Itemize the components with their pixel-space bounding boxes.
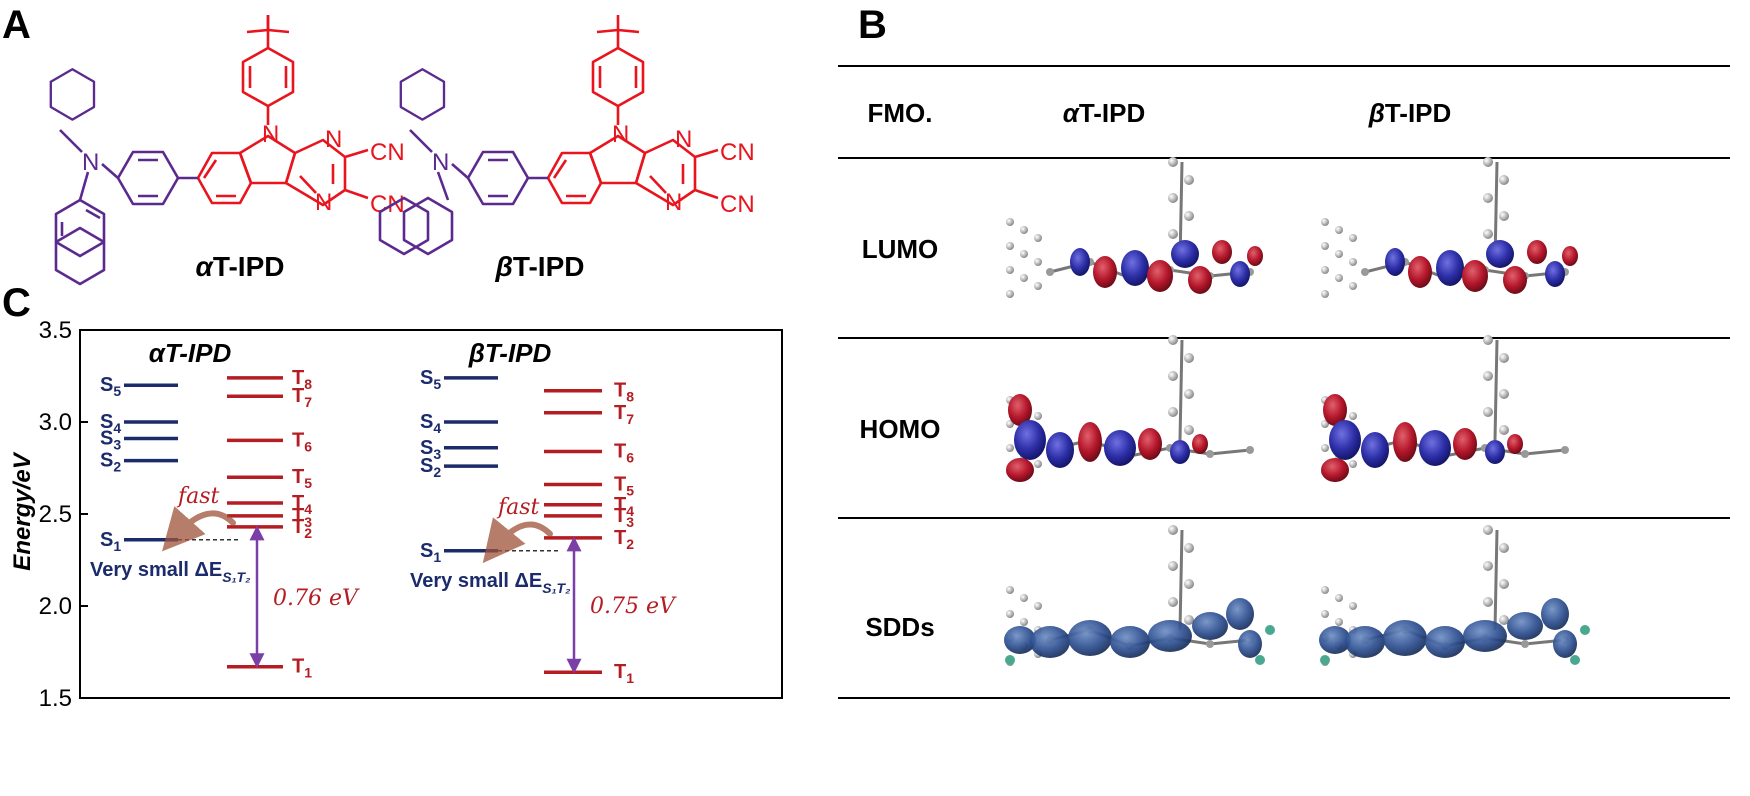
triplet-label: T2	[292, 516, 312, 541]
triplet-label: T1	[292, 656, 312, 681]
singlet-label: S5	[100, 374, 121, 399]
panel-letter-b: B	[858, 3, 887, 47]
atom-n-label: N	[432, 149, 449, 176]
singlet-label: S5	[420, 367, 441, 392]
triplet-label: T3	[614, 505, 634, 530]
singlet-label: S1	[100, 529, 121, 554]
singlet-label: S2	[420, 455, 441, 480]
fmo-table: FMO. αT-IPD βT-IPD LUMO HOMO SDDs	[838, 65, 1730, 699]
header-fmo: FMO.	[868, 98, 933, 128]
triplet-label: T1	[614, 661, 634, 686]
cyano-label: CN	[720, 191, 755, 218]
atom-n-label: N	[665, 189, 682, 216]
homo-alpha-orbital-image	[1006, 335, 1254, 482]
triplet-label: T6	[292, 429, 312, 454]
molecule-beta-structure: N N N CN CN N	[378, 15, 755, 256]
triplet-label: T7	[292, 385, 312, 410]
lumo-beta-orbital-image	[1321, 157, 1578, 298]
small-gap-label: Very small ΔES₁T₂	[90, 559, 250, 585]
singlet-label: S1	[420, 540, 441, 565]
atom-n-label: N	[612, 121, 629, 148]
triplet-label: T8	[614, 380, 634, 405]
singlet-label: S3	[420, 437, 441, 462]
atom-n-label: N	[325, 126, 342, 153]
molecule-alpha-name: αT-IPD	[196, 251, 285, 282]
series-title: αT-IPD	[149, 338, 232, 368]
fast-label: fast	[176, 484, 220, 509]
series-title: βT-IPD	[468, 338, 552, 368]
triplet-label: T3	[292, 505, 312, 530]
row-label-lumo: LUMO	[862, 234, 939, 264]
row-label-homo: HOMO	[860, 414, 941, 444]
singlet-label: S3	[100, 428, 121, 453]
y-tick-label: 3.0	[39, 409, 72, 436]
molecule-beta-name: βT-IPD	[495, 251, 585, 282]
cyano-label: CN	[370, 191, 405, 218]
atom-n-label: N	[675, 126, 692, 153]
isc-arrow	[161, 506, 236, 552]
singlet-label: S2	[100, 450, 121, 475]
energy-gap-label: 0.76 eV	[273, 586, 360, 611]
panel-letter-a: A	[2, 3, 31, 47]
atom-n-label: N	[315, 189, 332, 216]
y-tick-label: 1.5	[39, 685, 72, 712]
triplet-label: T6	[614, 440, 634, 465]
sdd-beta-density-image	[1319, 525, 1590, 666]
triplet-label: T2	[614, 527, 634, 552]
atom-n-label: N	[262, 121, 279, 148]
triplet-label: T5	[614, 474, 634, 499]
panel-letter-c: C	[2, 281, 31, 325]
isc-arrow	[482, 517, 553, 564]
molecule-alpha-structure: N N N CN CN N	[49, 15, 405, 286]
triplet-label: T4	[614, 494, 634, 519]
y-axis-ticks: 1.5 2.0 2.5 3.0 3.5	[39, 317, 88, 712]
cyano-label: CN	[370, 139, 405, 166]
atom-n-label: N	[82, 149, 99, 176]
row-label-sdds: SDDs	[865, 612, 934, 642]
singlet-label: S4	[420, 411, 441, 436]
cyano-label: CN	[720, 139, 755, 166]
energy-gap-label: 0.75 eV	[590, 594, 677, 619]
singlet-label: S4	[100, 411, 121, 436]
energy-level-chart: Energy/eV 1.52.02.53.03.5 αT-IPDS1S2S3S4…	[9, 317, 783, 712]
sdd-alpha-density-image	[1004, 525, 1275, 666]
y-axis-label: Energy/eV	[9, 451, 36, 570]
homo-beta-orbital-image	[1321, 335, 1569, 482]
y-tick-label: 2.0	[39, 593, 72, 620]
triplet-label: T8	[292, 367, 312, 392]
fast-label: fast	[496, 495, 540, 520]
triplet-label: T4	[292, 492, 312, 517]
y-tick-label: 3.5	[39, 317, 72, 344]
energy-levels: αT-IPDS1S2S3S4S5T1T2T3T4T5T6T7T8fastVery…	[90, 338, 677, 686]
header-beta: βT-IPD	[1368, 98, 1452, 128]
lumo-alpha-orbital-image	[1006, 157, 1263, 298]
header-alpha: αT-IPD	[1063, 98, 1146, 128]
triplet-label: T5	[292, 466, 312, 491]
triplet-label: T7	[614, 402, 634, 427]
small-gap-label: Very small ΔES₁T₂	[410, 570, 570, 596]
y-tick-label: 2.5	[39, 501, 72, 528]
